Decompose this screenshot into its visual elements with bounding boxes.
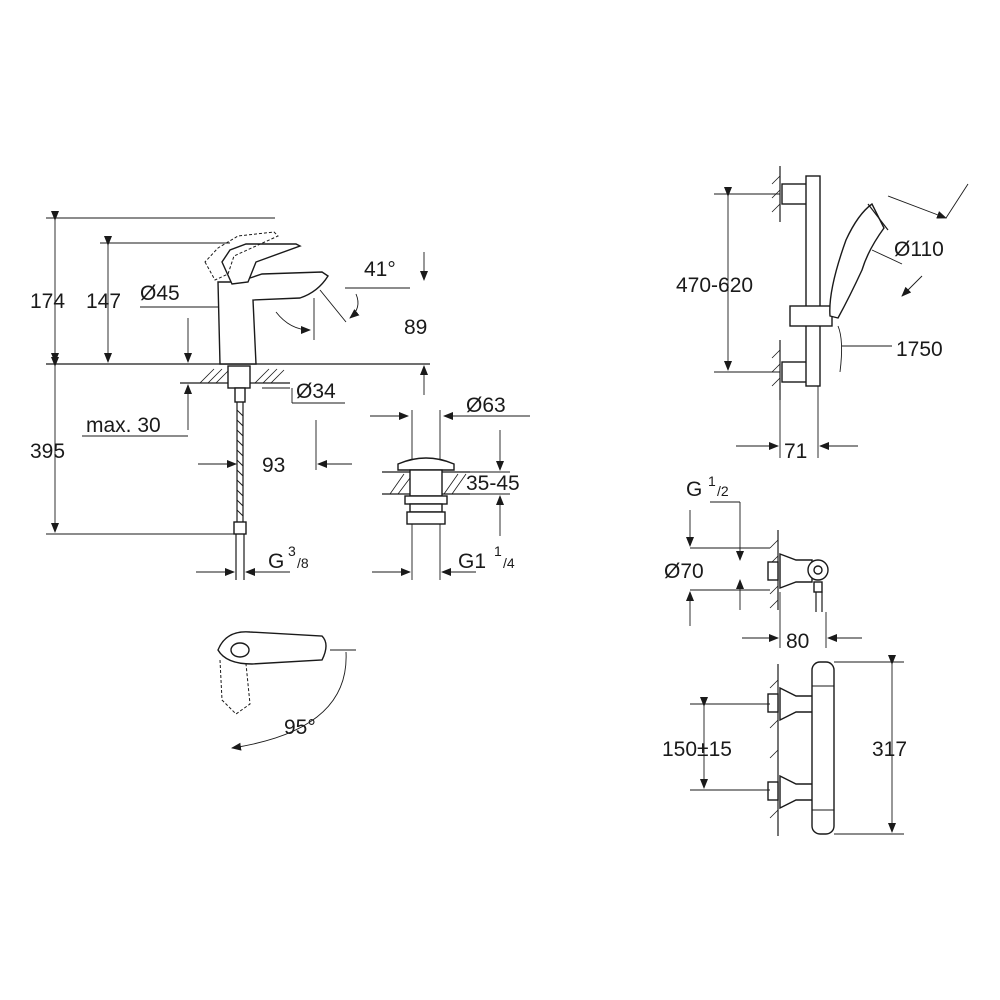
thermostat-side-drawing (686, 501, 862, 648)
svg-text:/8: /8 (297, 555, 309, 571)
faucet-connection-label: G 3 /8 (268, 543, 309, 573)
waste-drawing (370, 410, 530, 580)
faucet-max-thickness-label: max. 30 (86, 414, 161, 437)
thermostat-depth-label: 80 (786, 630, 809, 653)
waste-connection-label: G1 1 /4 (458, 543, 515, 573)
svg-text:/4: /4 (503, 555, 515, 571)
thermostat-inlet-spacing-label: 150±15 (662, 738, 732, 761)
faucet-spout-clearance-label: 89 (404, 316, 427, 339)
faucet-spout-angle-label: 41° (364, 258, 396, 281)
lever-drawing (217, 631, 356, 751)
shower-head-diameter-label: Ø110 (894, 238, 944, 261)
thermostat-diameter-label: Ø70 (664, 560, 704, 583)
thermostat-front-drawing (690, 655, 904, 836)
faucet-hose-length-label: 395 (30, 440, 65, 463)
faucet-height-total-label: 174 (30, 290, 65, 313)
waste-thickness-label: 35-45 (466, 472, 520, 495)
svg-text:G: G (686, 478, 702, 501)
faucet-body (217, 271, 329, 365)
shower-rail-drawing (714, 166, 969, 458)
faucet-handle (221, 243, 302, 285)
svg-text:G1: G1 (458, 550, 486, 573)
svg-text:G: G (268, 550, 284, 573)
faucet-drawing (46, 211, 430, 580)
svg-text:1: 1 (708, 473, 716, 489)
faucet-hose-offset-label: 93 (262, 454, 285, 477)
lever-rotation-label: 95° (284, 716, 316, 739)
rail-wall-offset-label: 71 (784, 440, 807, 463)
faucet-hole-diameter-label: Ø34 (296, 380, 336, 403)
waste-diameter-label: Ø63 (466, 394, 506, 417)
svg-text:1: 1 (494, 543, 502, 559)
thermostat-connection-label: G 1 /2 (686, 473, 729, 501)
shower-hose-length-label: 1750 (896, 338, 943, 361)
faucet-body-diameter-label: Ø45 (140, 282, 180, 305)
svg-text:3: 3 (288, 543, 296, 559)
faucet-height-spout-label: 147 (86, 290, 121, 313)
rail-bracket-spacing-label: 470-620 (676, 274, 753, 297)
thermostat-height-label: 317 (872, 738, 907, 761)
svg-text:/2: /2 (717, 483, 729, 499)
